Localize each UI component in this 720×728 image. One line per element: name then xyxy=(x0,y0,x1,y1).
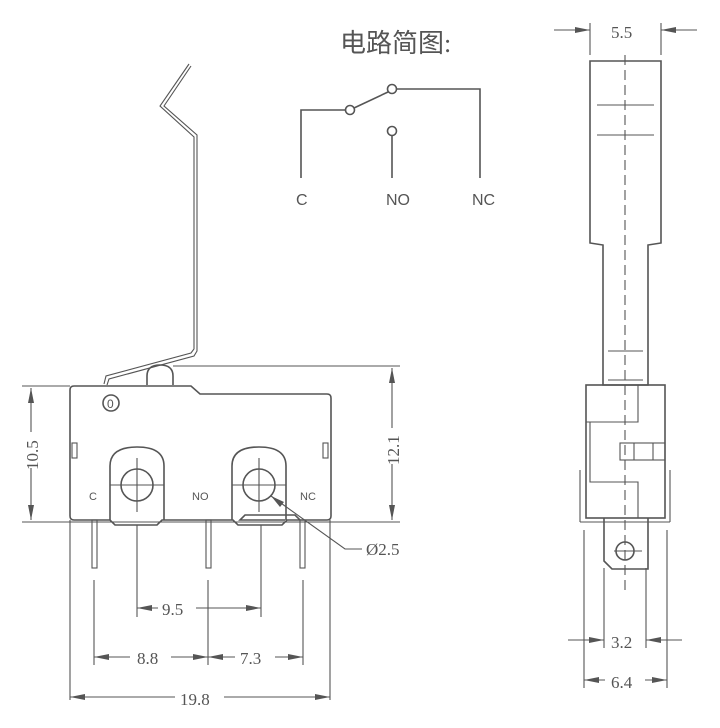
dim-hole-diameter: Ø2.5 xyxy=(366,540,400,559)
pin-label-no: NO xyxy=(192,491,209,503)
front-view: 0 C NO NC 10.5 xyxy=(20,63,403,709)
circuit-diagram: 电路简图: C NO NC xyxy=(296,29,495,209)
side-view: 5.5 xyxy=(554,23,697,692)
pin-label-c: C xyxy=(89,491,97,503)
dim-pin-c-no: 8.8 xyxy=(137,649,158,668)
dim-body-width: 6.4 xyxy=(611,673,633,692)
circuit-title: 电路简图: xyxy=(340,29,451,58)
dim-lever-width: 5.5 xyxy=(611,23,632,42)
body-marking: 0 xyxy=(107,397,114,411)
circuit-label-nc: NC xyxy=(472,192,495,209)
dim-width: 19.8 xyxy=(180,690,210,709)
circuit-label-c: C xyxy=(296,192,308,209)
dim-total-height: 12.1 xyxy=(384,435,403,465)
dim-body-height: 10.5 xyxy=(23,440,42,470)
dim-pin-no-nc: 7.3 xyxy=(240,649,261,668)
dim-terminal-width: 3.2 xyxy=(611,633,632,652)
pin-label-nc: NC xyxy=(300,491,316,503)
circuit-label-no: NO xyxy=(386,192,410,209)
dim-mount-spacing: 9.5 xyxy=(162,600,183,619)
